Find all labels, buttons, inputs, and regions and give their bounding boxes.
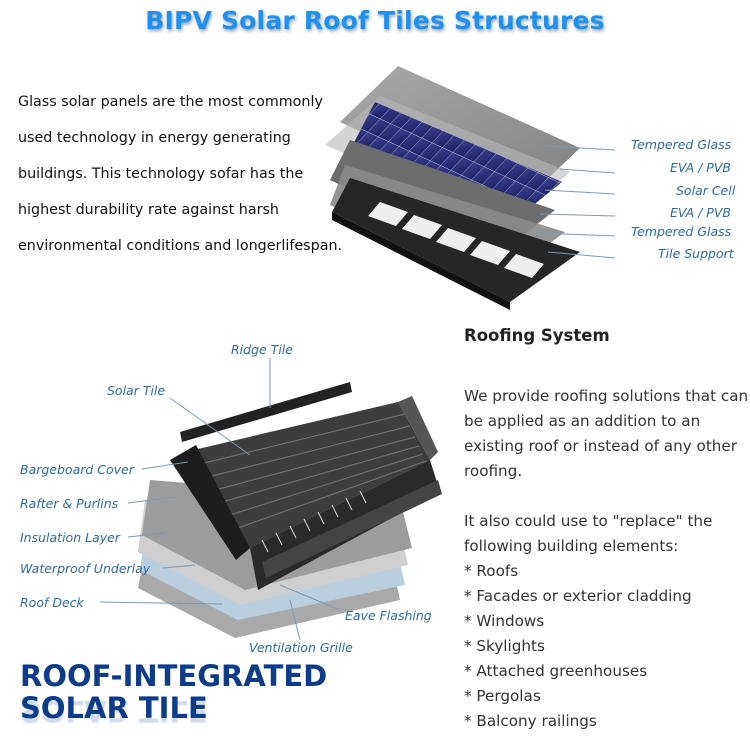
roofing-list: * Roofs * Facades or exterior cladding *… [464,559,692,734]
eave-flashing [262,480,442,578]
list-item: * Pergolas [464,687,541,705]
layer-tile-support [332,178,580,310]
list-item: * Roofs [464,562,519,580]
list-item: * Facades or exterior cladding [464,587,692,605]
banner-line: SOLAR TILE [20,691,208,725]
intro-line: buildings. This technology sofar has the [18,166,304,182]
ventilation-grille [261,490,367,553]
list-item: * Windows [464,612,545,630]
label-tempered-glass-bottom: Tempered Glass [631,224,732,239]
roofing-heading: Roofing System [464,326,610,345]
label-tempered-glass-top: Tempered Glass [631,137,732,152]
intro-line: highest durability rate against harsh [18,202,279,218]
label-eave-flashing: Eave Flashing [345,608,432,623]
intro-text: Glass solar panels are the most commonly… [18,84,343,264]
label-roof-deck: Roof Deck [20,595,84,610]
ridge-tile [180,382,352,442]
label-rafter-purlins: Rafter & Purlins [20,496,119,511]
banner-reflection: SOLAR TILE [20,694,208,728]
roofing-paragraph: It also could use to "replace" the follo… [464,512,713,555]
intro-line: Glass solar panels are the most commonly [18,94,323,110]
list-item: * Balcony railings [464,712,597,730]
label-tile-support: Tile Support [658,246,734,261]
list-item: * Attached greenhouses [464,662,648,680]
intro-line: used technology in energy generating [18,130,291,146]
label-bargeboard-cover: Bargeboard Cover [20,462,134,477]
banner-line: ROOF-INTEGRATED [20,659,328,693]
label-insulation-layer: Insulation Layer [20,530,120,545]
label-ridge-tile: Ridge Tile [231,342,293,357]
roofing-paragraph: We provide roofing solutions that can be… [464,387,749,480]
bargeboard-cover [170,445,250,560]
roof-assembly-illustration [138,382,442,638]
list-item: * Skylights [464,637,545,655]
page-title: BIPV Solar Roof Tiles Structures [145,6,605,35]
banner-title: ROOF-INTEGRATED SOLAR TILE [20,660,327,724]
label-solar-tile: Solar Tile [107,383,166,398]
intro-line: environmental conditions and longerlifes… [18,238,343,254]
label-eva-bottom: EVA / PVB [670,205,731,220]
solar-tile-roof [185,402,430,548]
label-eva-top: EVA / PVB [670,160,731,175]
label-waterproof-underlay: Waterproof Underlay [20,561,151,576]
label-solar-cell: Solar Cell [676,183,736,198]
label-ventilation-grille: Ventilation Grille [249,640,353,655]
